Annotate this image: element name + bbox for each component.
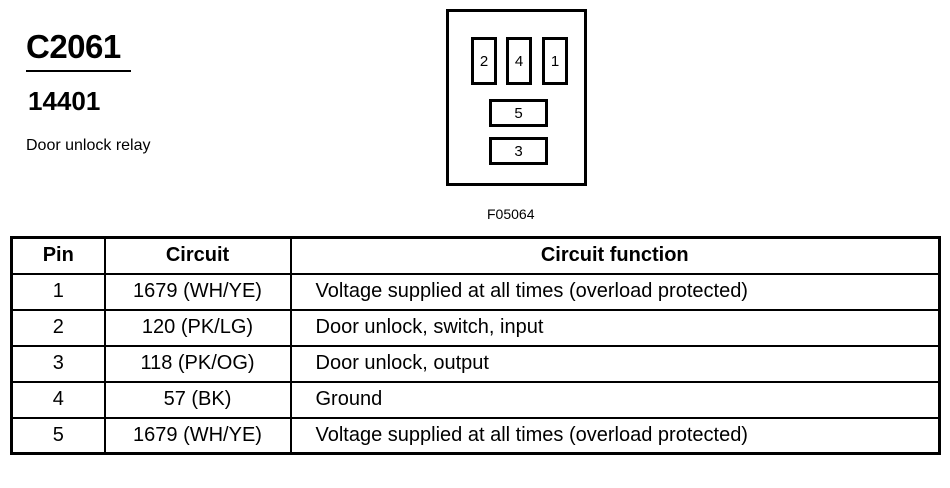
pin-cavity-label: 2 xyxy=(479,52,489,70)
table-header-row: Pin Circuit Circuit function xyxy=(10,236,941,275)
column-header-pin: Pin xyxy=(10,236,106,275)
function-cell: Door unlock, switch, input xyxy=(289,308,941,347)
pin-cell: 3 xyxy=(10,344,106,383)
pin-cell: 5 xyxy=(10,416,106,455)
pin-cavity-2: 2 xyxy=(471,37,497,85)
connector-id-underline xyxy=(26,70,131,72)
circuit-cell: 118 (PK/OG) xyxy=(103,344,292,383)
function-cell: Voltage supplied at all times (overload … xyxy=(289,272,941,311)
function-cell: Door unlock, output xyxy=(289,344,941,383)
pin-cell: 2 xyxy=(10,308,106,347)
pin-cavity-label: 4 xyxy=(514,52,524,70)
connector-description: Door unlock relay xyxy=(26,137,151,154)
pin-cavity-5: 5 xyxy=(489,99,548,127)
circuit-cell: 57 (BK) xyxy=(103,380,292,419)
column-header-circuit: Circuit xyxy=(103,236,292,275)
pin-cavity-4: 4 xyxy=(506,37,532,85)
table-row: 2 120 (PK/LG) Door unlock, switch, input xyxy=(10,308,941,347)
pin-cavity-label: 3 xyxy=(514,142,523,160)
table-row: 1 1679 (WH/YE) Voltage supplied at all t… xyxy=(10,272,941,311)
function-cell: Voltage supplied at all times (overload … xyxy=(289,416,941,455)
pin-cavity-1: 1 xyxy=(542,37,568,85)
circuit-cell: 1679 (WH/YE) xyxy=(103,416,292,455)
pin-cavity-3: 3 xyxy=(489,137,548,165)
function-cell: Ground xyxy=(289,380,941,419)
circuit-cell: 1679 (WH/YE) xyxy=(103,272,292,311)
table-row: 5 1679 (WH/YE) Voltage supplied at all t… xyxy=(10,416,941,455)
pin-cavity-label: 5 xyxy=(514,104,523,122)
table-row: 3 118 (PK/OG) Door unlock, output xyxy=(10,344,941,383)
table-row: 4 57 (BK) Ground xyxy=(10,380,941,419)
pin-cell: 1 xyxy=(10,272,106,311)
figure-id: F05064 xyxy=(487,206,535,222)
connector-id: C2061 xyxy=(26,28,121,65)
connector-face-diagram: 2 4 1 5 3 xyxy=(446,9,587,186)
pin-cell: 4 xyxy=(10,380,106,419)
pin-table: Pin Circuit Circuit function 1 1679 (WH/… xyxy=(10,236,941,455)
circuit-cell: 120 (PK/LG) xyxy=(103,308,292,347)
column-header-function: Circuit function xyxy=(289,236,941,275)
pin-cavity-label: 1 xyxy=(550,52,560,70)
part-number: 14401 xyxy=(28,86,101,116)
